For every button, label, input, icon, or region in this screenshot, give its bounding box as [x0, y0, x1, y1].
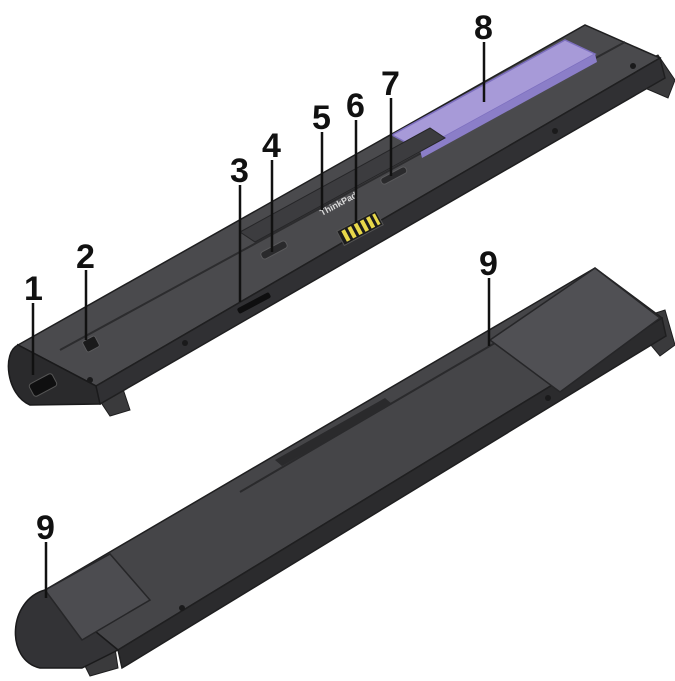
end-cap-right [488, 267, 662, 393]
callout-8: 8 [474, 9, 493, 47]
screw [552, 128, 558, 134]
callout-4: 4 [262, 127, 281, 165]
callout-labels: 1 2 3 4 5 6 7 8 9 9 [24, 9, 498, 547]
top-bar-view: ThinkPad [7, 24, 675, 417]
screw [630, 63, 636, 69]
callout-7: 7 [381, 65, 400, 103]
hdmi-port [28, 373, 58, 397]
callout-1: 1 [24, 270, 43, 308]
bottom-bar-front-face [117, 316, 667, 670]
callout-9-upper: 9 [479, 245, 498, 283]
bottom-bar-left-end [14, 589, 120, 669]
security-lock-slot [82, 335, 100, 353]
connector-tray [239, 127, 446, 243]
callout-6: 6 [346, 87, 365, 125]
callout-5: 5 [312, 99, 331, 137]
end-cap-left [43, 553, 152, 641]
leader-lines [31, 42, 491, 598]
callout-2: 2 [76, 238, 95, 276]
bottom-slot [275, 398, 392, 466]
screw [179, 605, 185, 611]
bottom-bar-view [14, 267, 675, 677]
callout-3: 3 [230, 152, 249, 190]
highlighted-panel-shade [420, 54, 597, 158]
screw [87, 377, 93, 383]
screw [545, 395, 551, 401]
callout-9-lower: 9 [36, 509, 55, 547]
screw [182, 340, 188, 346]
card-slot [237, 292, 271, 314]
